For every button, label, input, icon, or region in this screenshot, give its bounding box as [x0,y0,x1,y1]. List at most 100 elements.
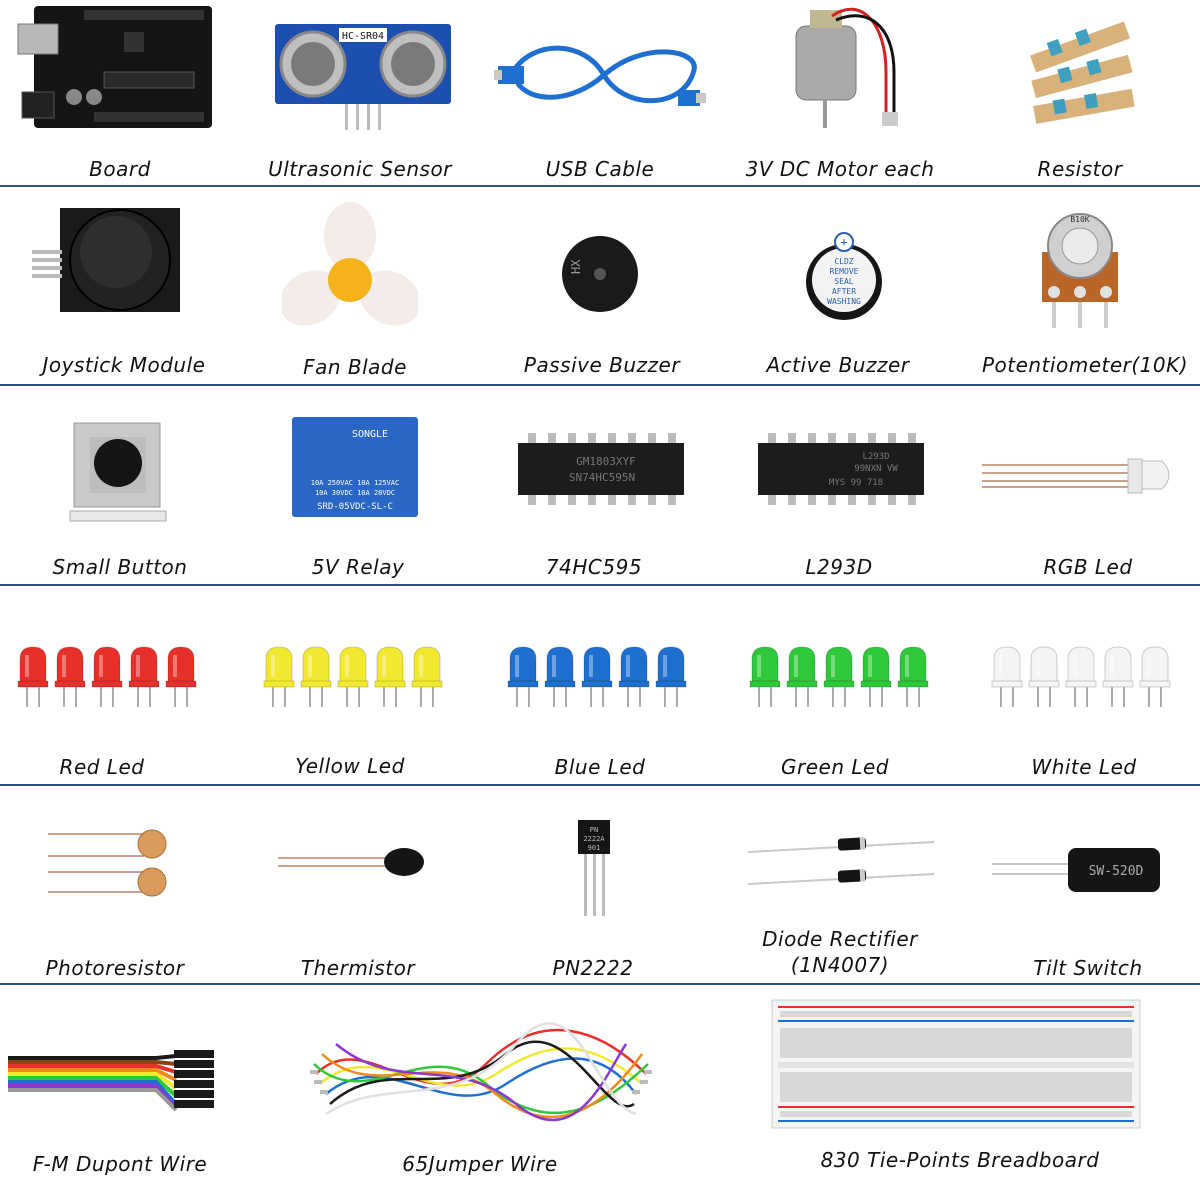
component-label: Diode Rectifier (1N4007) [762,927,918,977]
chip-print-line: GM1803XYF [576,455,636,468]
led [581,646,613,707]
tilt-switch-image: SW-520D [992,848,1160,892]
ultrasonic-sensor-image: HC-SR04 [275,24,451,130]
led [991,646,1023,707]
buzzer-print-line: CLDZ [834,257,853,266]
relay-print-line: 10A 250VAC 10A 125VAC [311,479,400,487]
red-led-image [17,646,197,707]
component-label: Joystick Module [42,353,206,377]
component-breadboard: 830 Tie-Points Breadboard [720,986,1200,1180]
component-green-led: Green Led [720,587,960,784]
component-l293d: L293D 99NXN VW MYS 99 718 L293D [720,387,960,584]
component-jumper-wire: 65Jumper Wire [240,986,720,1180]
led [786,646,818,707]
relay-print-line: 10A 30VDC 10A 28VDC [315,489,395,497]
component-diode-rectifier: Diode Rectifier (1N4007) [720,786,960,983]
component-label: Small Button [52,555,188,579]
component-photoresistor: Photoresistor [0,786,240,983]
component-active-buzzer: + CLDZ REMOVE SEAL AFTER WASHING Active … [720,188,960,384]
component-pn2222: PN 2222A 901 PN2222 [480,786,720,983]
component-label: Ultrasonic Sensor [268,157,452,181]
component-label: PN2222 [552,956,634,980]
component-label: 65Jumper Wire [402,1152,558,1176]
transistor-print-line: PN [590,826,598,834]
photoresistor-image [48,829,167,897]
led [263,646,295,707]
component-label: Resistor [1037,157,1123,181]
led [54,646,86,707]
chip-print-line: 99NXN VW [854,464,898,474]
component-label: Potentiometer(10K) [981,353,1189,377]
led [749,646,781,707]
transistor-print-line: 901 [588,844,601,852]
led [91,646,123,707]
component-label: 74HC595 [545,555,643,579]
component-small-button: Small Button [0,387,240,584]
component-label: 5V Relay [311,555,405,579]
component-label: Red Led [59,755,145,779]
component-label: Board [89,157,151,181]
relay-image: SONGLE 10A 250VAC 10A 125VAC 10A 30VDC 1… [292,417,418,517]
component-joystick-module: Joystick Module [0,188,240,384]
buzzer-print-line: SEAL [834,277,853,286]
svg-text:+: + [840,235,847,249]
component-label: 830 Tie-Points Breadboard [820,1148,1100,1172]
buzzer-print: HX [569,259,583,274]
component-resistor: Resistor [960,0,1200,185]
component-label: L293D [805,555,873,579]
led [1028,646,1060,707]
component-rgb-led: RGB Led [960,387,1200,584]
led [655,646,687,707]
arduino-board-image [17,6,212,128]
green-led-image [749,646,929,707]
component-white-led: White Led [960,587,1200,784]
led [823,646,855,707]
component-74hc595: GM1803XYF SN74HC595N 74HC595 [480,387,720,584]
component-label: RGB Led [1043,555,1133,579]
active-buzzer-image: + CLDZ REMOVE SEAL AFTER WASHING [806,232,882,320]
led [1139,646,1171,707]
led [618,646,650,707]
white-led-image [991,646,1171,707]
chip-print-line: SN74HC595N [569,471,635,484]
breadboard-image [771,999,1141,1129]
l293d-chip-image: L293D 99NXN VW MYS 99 718 [758,433,924,505]
dupont-wire-image [8,1050,214,1112]
led [374,646,406,707]
passive-buzzer-image: HX [562,236,638,312]
component-relay: SONGLE 10A 250VAC 10A 125VAC 10A 30VDC 1… [240,387,480,584]
led [17,646,49,707]
fan-blade-image [282,202,418,326]
chip-print-line: L293D [862,452,889,462]
yellow-led-image [263,646,443,707]
component-label: Active Buzzer [766,353,910,377]
component-label: USB Cable [545,157,655,181]
component-label: F-M Dupont Wire [32,1152,208,1176]
component-thermistor: Thermistor [240,786,480,983]
component-usb-cable: USB Cable [480,0,720,185]
pn2222-transistor-image: PN 2222A 901 [578,820,610,916]
component-label: Photoresistor [45,956,185,980]
buzzer-print-line: WASHING [827,297,861,306]
component-label: Green Led [780,755,889,779]
component-potentiometer: B10K Potentiometer(10K) [960,188,1200,384]
pot-print: B10K [1070,215,1089,224]
component-red-led: Red Led [0,587,240,784]
row-divider-4 [0,784,1200,786]
row-divider-5 [0,983,1200,985]
resistor-image [1029,21,1135,124]
sensor-print: HC-SR04 [342,31,384,42]
74hc595-chip-image: GM1803XYF SN74HC595N [518,433,684,505]
component-ultrasonic-sensor: HC-SR04 Ultrasonic Sensor [240,0,480,185]
row-divider-3 [0,584,1200,586]
component-board: Board [0,0,240,185]
led [165,646,197,707]
joystick-image [32,208,180,312]
component-tilt-switch: SW-520D Tilt Switch [960,786,1200,983]
component-label: 3V DC Motor each [745,157,935,181]
component-dupont-wire: F-M Dupont Wire [0,986,240,1180]
buzzer-print-line: REMOVE [830,267,859,276]
led [1102,646,1134,707]
led [337,646,369,707]
led [860,646,892,707]
